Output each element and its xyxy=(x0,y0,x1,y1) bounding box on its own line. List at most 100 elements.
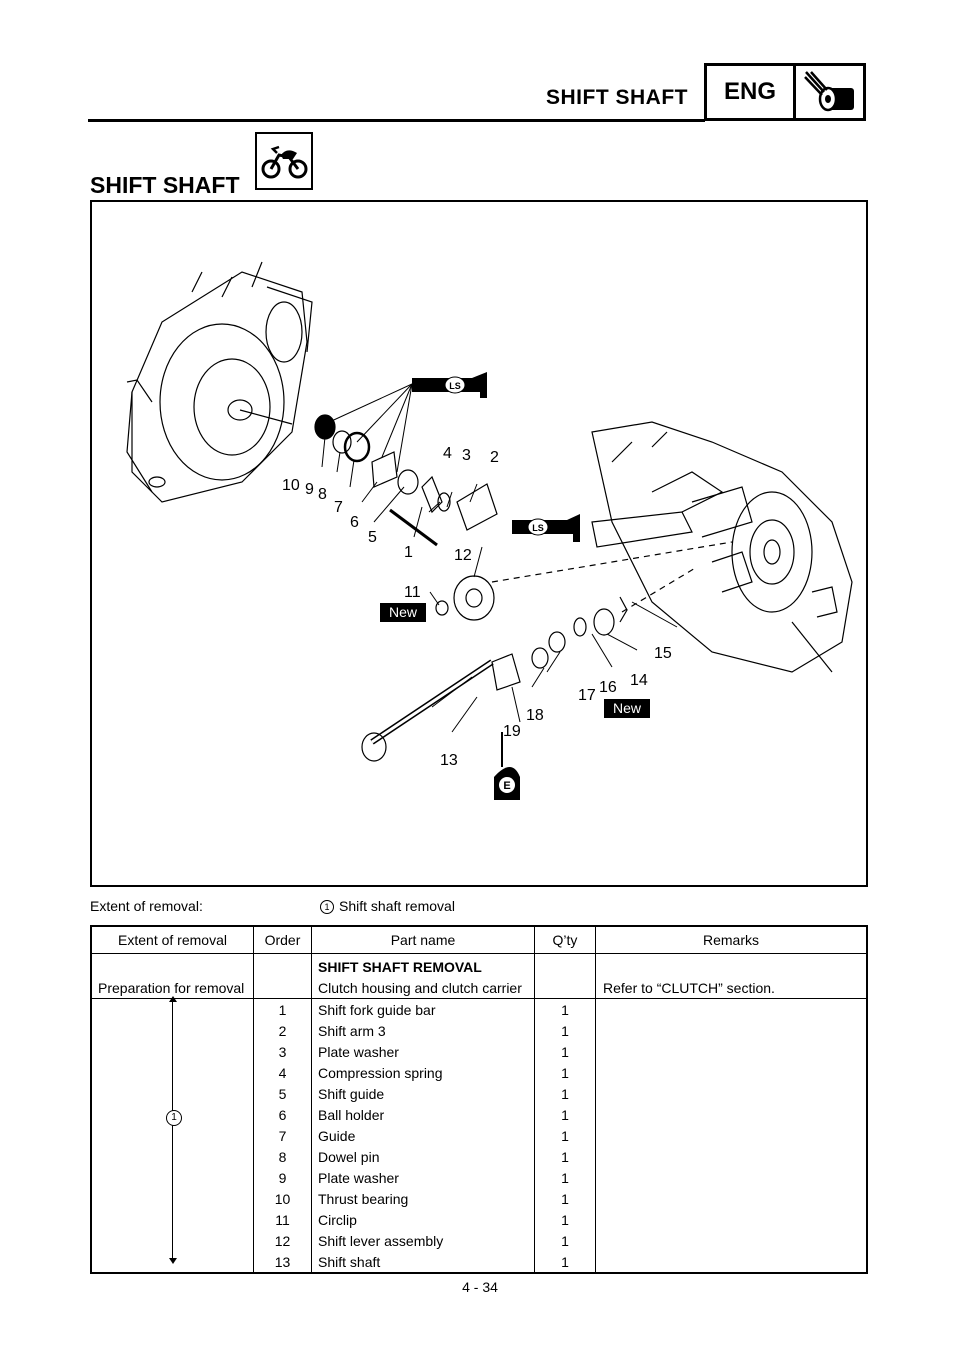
callout-16: 16 xyxy=(599,679,617,696)
qty-cell: 1 xyxy=(534,1083,596,1104)
qty-cell: 1 xyxy=(534,998,596,1020)
engine-oil-tag: E xyxy=(494,732,520,800)
part-name-cell: Plate washer xyxy=(311,1167,535,1188)
part-name-cell: Thrust bearing xyxy=(311,1188,535,1209)
header-title: SHIFT SHAFT xyxy=(546,86,688,109)
new-part-tag-2: New xyxy=(604,699,650,718)
prep-extent-cell: Preparation for removal xyxy=(91,977,254,999)
order-cell: 8 xyxy=(253,1146,312,1167)
part-name-cell: Dowel pin xyxy=(311,1146,535,1167)
order-cell: 3 xyxy=(253,1041,312,1062)
col-remarks: Remarks xyxy=(595,925,868,954)
svg-text:E: E xyxy=(503,780,510,792)
qty-cell: 1 xyxy=(534,1188,596,1209)
ls-grease-tag-2: LS xyxy=(512,514,580,542)
page-number: 4 - 34 xyxy=(462,1279,498,1295)
part-name-cell: Shift lever assembly xyxy=(311,1230,535,1251)
prep-part-cell: Clutch housing and clutch carrier xyxy=(311,977,535,999)
extent-label: Extent of removal: xyxy=(90,898,203,914)
removal-range-bracket xyxy=(168,996,178,1264)
callout-7: 7 xyxy=(334,499,343,516)
order-cell: 2 xyxy=(253,1020,312,1041)
callout-17: 17 xyxy=(578,687,596,704)
order-cell: 7 xyxy=(253,1125,312,1146)
part-name-cell: Compression spring xyxy=(311,1062,535,1083)
callout-5: 5 xyxy=(368,529,377,546)
part-name-cell: Shift fork guide bar xyxy=(311,998,535,1020)
callout-11: 11 xyxy=(404,584,421,601)
callout-19: 19 xyxy=(503,723,521,740)
callout-15: 15 xyxy=(654,645,672,662)
callout-4: 4 xyxy=(443,445,452,462)
table-row-preparation: Preparation for removal Clutch housing a… xyxy=(91,977,867,999)
section-title: SHIFT SHAFT xyxy=(90,172,240,198)
section-title-cell: SHIFT SHAFT REMOVAL xyxy=(311,953,535,977)
qty-cell: 1 xyxy=(534,1146,596,1167)
order-cell: 12 xyxy=(253,1230,312,1251)
svg-text:LS: LS xyxy=(532,523,544,533)
col-order: Order xyxy=(253,925,312,954)
ls-grease-tag: LS xyxy=(412,372,487,398)
callout-10: 10 xyxy=(282,477,300,494)
circled-number-mark: 1 xyxy=(320,900,334,915)
part-name-cell: Shift guide xyxy=(311,1083,535,1104)
removal-table: Extent of removal Order Part name Q’ty R… xyxy=(90,925,868,1274)
header-badge: ENG xyxy=(704,63,866,121)
qty-cell: 1 xyxy=(534,1251,596,1273)
order-cell: 10 xyxy=(253,1188,312,1209)
qty-cell: 1 xyxy=(534,1167,596,1188)
callout-3: 3 xyxy=(462,447,471,464)
svg-text:LS: LS xyxy=(449,381,461,391)
callout-12: 12 xyxy=(454,547,472,564)
order-cell: 13 xyxy=(253,1251,312,1273)
qty-cell: 1 xyxy=(534,1125,596,1146)
callout-1: 1 xyxy=(404,544,413,561)
part-name-cell: Circlip xyxy=(311,1209,535,1230)
order-cell: 5 xyxy=(253,1083,312,1104)
callout-14: 14 xyxy=(630,672,648,689)
new-part-tag: New xyxy=(380,603,426,622)
callout-8: 8 xyxy=(318,486,327,503)
qty-cell: 1 xyxy=(534,1230,596,1251)
callout-9: 9 xyxy=(305,481,314,498)
part-name-cell: Plate washer xyxy=(311,1041,535,1062)
dirt-bike-icon xyxy=(255,132,313,190)
callout-18: 18 xyxy=(526,707,544,724)
callout-6: 6 xyxy=(350,514,359,531)
order-cell: 1 xyxy=(253,998,312,1020)
qty-cell: 1 xyxy=(534,1062,596,1083)
order-cell: 6 xyxy=(253,1104,312,1125)
order-cell: 4 xyxy=(253,1062,312,1083)
svg-text:New: New xyxy=(389,604,418,620)
qty-cell: 1 xyxy=(534,1104,596,1125)
prep-remarks-cell: Refer to “CLUTCH” section. xyxy=(595,977,867,999)
header-rule xyxy=(88,119,705,122)
col-part: Part name xyxy=(311,925,535,954)
callout-13: 13 xyxy=(440,752,458,769)
table-header-row: Extent of removal Order Part name Q’ty R… xyxy=(90,925,868,954)
order-cell: 9 xyxy=(253,1167,312,1188)
part-name-cell: Shift shaft xyxy=(311,1251,535,1273)
qty-cell: 1 xyxy=(534,1020,596,1041)
part-name-cell: Shift arm 3 xyxy=(311,1020,535,1041)
svg-text:New: New xyxy=(613,700,642,716)
exploded-view-diagram: LS LS New New E 1 2 3 4 5 xyxy=(90,200,868,887)
callout-2: 2 xyxy=(490,449,499,466)
part-name-cell: Guide xyxy=(311,1125,535,1146)
qty-cell: 1 xyxy=(534,1041,596,1062)
qty-cell: 1 xyxy=(534,1209,596,1230)
engine-case-drawing xyxy=(126,261,853,762)
